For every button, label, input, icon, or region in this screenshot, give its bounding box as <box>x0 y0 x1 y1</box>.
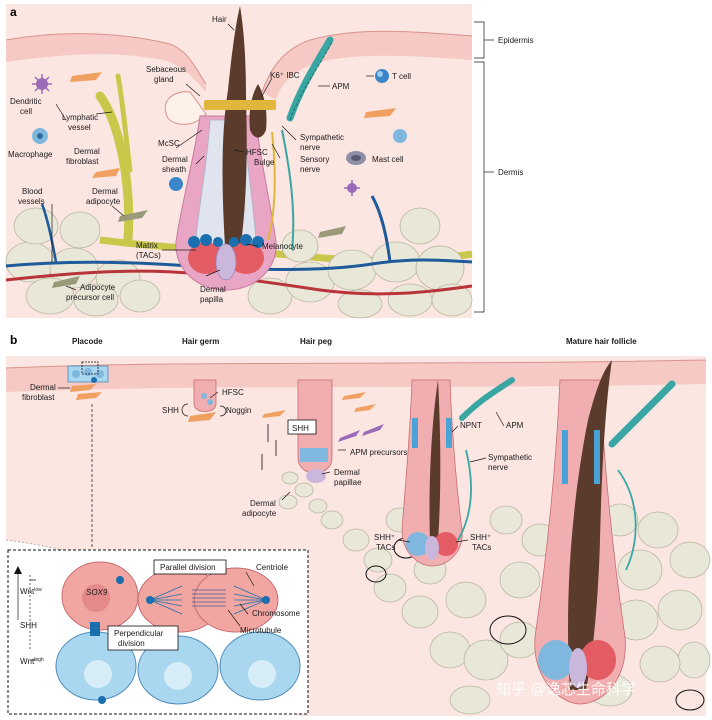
label-k6-ibc: K6⁺ IBC <box>270 71 300 80</box>
mature-follicle-structure <box>534 360 676 705</box>
label-mast-cell: Mast cell <box>372 155 404 164</box>
stage-mature-follicle: Mature hair follicle <box>566 337 637 346</box>
b-label-shh-tacs-left: SHH⁺TACs <box>374 533 395 552</box>
placode-structure <box>67 361 109 400</box>
label-t-cell: T cell <box>392 72 411 81</box>
b-label-apm-precursors: APM precursors <box>350 448 407 457</box>
macrophage-icon <box>32 128 48 144</box>
b-label-shh-box: SHH <box>292 424 309 433</box>
panel-a-letter: a <box>10 5 17 19</box>
inset-label-wnt-high: Wnthigh <box>20 657 44 666</box>
b-label-npnt: NPNT <box>460 421 482 430</box>
stage-hair-peg: Hair peg <box>300 337 332 346</box>
panel-b-leaders <box>58 387 505 548</box>
cell-division-inset: SOX9 Parallel division Centriole Chromos… <box>7 549 309 715</box>
label-hair: Hair <box>212 15 227 24</box>
label-matrix: Matrix(TACs) <box>136 241 161 260</box>
developing-follicle-structure <box>401 377 515 567</box>
mast-cell-icon <box>346 151 366 165</box>
b-label-hfsc: HFSC <box>222 388 244 397</box>
stage-hair-germ: Hair germ <box>182 337 219 346</box>
label-macrophage: Macrophage <box>8 150 53 159</box>
panel-a: a Hair Epidermis Dermis K6⁺ IBC APM T ce… <box>5 4 534 319</box>
label-bulge: Bulge <box>254 158 275 167</box>
label-epidermis: Epidermis <box>498 36 534 45</box>
b-label-shh: SHH <box>162 406 179 415</box>
layer-brackets <box>474 21 494 313</box>
panel-b: b Placode Hair germ Hair peg Mature hair… <box>5 333 711 717</box>
label-dermis: Dermis <box>498 168 523 177</box>
panel-b-letter: b <box>10 333 17 347</box>
b-label-shh-tacs-right: SHH⁺TACs <box>470 533 491 552</box>
dendritic-cell-icon <box>32 74 52 94</box>
inset-label-sox9: SOX9 <box>86 588 108 597</box>
hair-germ-structure <box>188 379 217 422</box>
inset-label-wnt-low: Wntlow <box>20 587 42 596</box>
hair-peg-structure <box>261 379 384 483</box>
stage-placode: Placode <box>72 337 103 346</box>
inset-label-centriole: Centriole <box>256 563 289 572</box>
dendritic-cell-icon-2 <box>344 180 360 196</box>
watermark-text: 知乎 @逸芯生命科学 <box>496 680 636 698</box>
label-hfsc: HFSC <box>246 148 268 157</box>
panel-a-leaders <box>51 23 374 291</box>
b-label-apm: APM <box>506 421 524 430</box>
inset-label-parallel-division: Parallel division <box>160 563 216 572</box>
label-melanocyte: Melanocyte <box>262 242 303 251</box>
label-mcsc: McSC <box>158 139 180 148</box>
t-cell-icon <box>375 69 389 83</box>
fibroblast-icon <box>70 72 396 178</box>
inset-label-microtubule: Microtubule <box>240 626 282 635</box>
inset-label-chromosome: Chromosome <box>252 609 301 618</box>
inset-label-shh: SHH <box>20 621 37 630</box>
t-cell-icon-2 <box>169 177 183 191</box>
macrophage-icon-2 <box>393 129 407 143</box>
adipocyte-precursor-icon <box>52 210 346 288</box>
b-label-noggin: Noggin <box>226 406 251 415</box>
label-apm: APM <box>332 82 350 91</box>
